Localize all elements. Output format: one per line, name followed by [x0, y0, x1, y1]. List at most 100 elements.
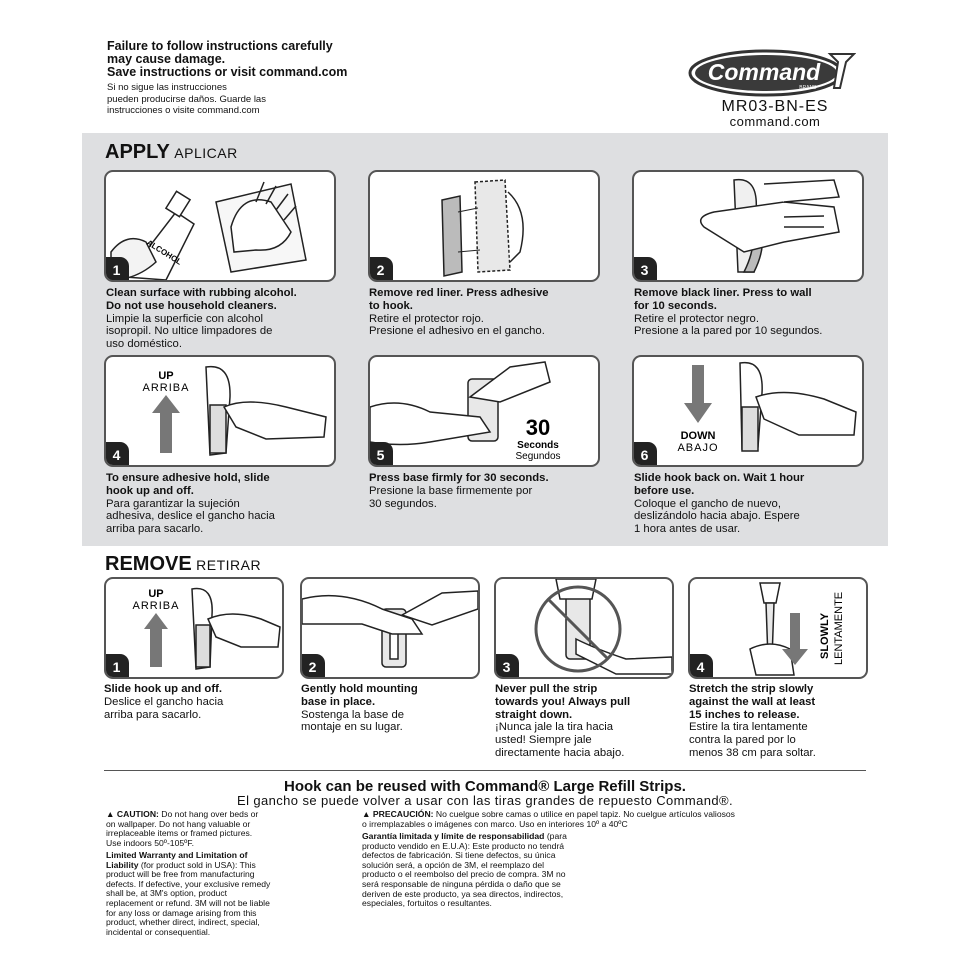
warning-triangle-icon: ▲ — [362, 809, 371, 819]
caption-en: before use. — [634, 484, 695, 497]
warning-es-line: pueden producirse daños. Guarde las — [107, 93, 266, 105]
caption-en: to hook. — [369, 299, 413, 312]
caption-es: Para garantizar la sujeción — [106, 497, 240, 510]
slide-hook-down-icon: DOWN ABAJO — [677, 361, 857, 454]
caption-es: menos 38 cm para soltar. — [689, 746, 816, 759]
seconds-label: Seconds — [517, 440, 559, 451]
fine-line: Do not hang over beds or — [158, 809, 259, 819]
step-number-badge: 4 — [690, 654, 713, 677]
warning-en-line: Failure to follow instructions carefully — [107, 39, 333, 53]
logo-brand: BRAND — [799, 85, 817, 91]
arrow-up-icon — [152, 395, 180, 453]
apply-step-5-illustration: 30 Seconds Segundos 5 — [368, 355, 600, 467]
caption-es: 1 hora antes de usar. — [634, 523, 741, 536]
remove-step-1-caption: Slide hook up and off. Deslice el gancho… — [104, 683, 294, 721]
precaucion-block: ▲ PRECAUCIÓN: No cuelgue sobre camas o u… — [362, 809, 872, 829]
apply-title: APPLY — [105, 141, 170, 163]
caption-en: Remove red liner. Press adhesive — [369, 287, 549, 299]
caption-en: Press base firmly for 30 seconds. — [369, 472, 549, 484]
fine-line: product will be free from manufacturing — [106, 869, 255, 880]
remove-step-2-caption: Gently hold mounting base in place. Sost… — [301, 683, 491, 734]
logo-hook-icon — [827, 53, 856, 89]
prohibited-pull-icon — [534, 579, 672, 675]
warranty-title: Limited Warranty and Limitation of — [106, 850, 248, 860]
prohibited-icon — [534, 585, 622, 673]
caption-es: Limpie la superficie con alcohol — [106, 312, 263, 325]
caption-en: To ensure adhesive hold, slide — [106, 472, 270, 484]
apply-step-1-caption: Clean surface with rubbing alcohol. Do n… — [106, 287, 341, 351]
warning-en-line: Save instructions or visit command.com — [107, 65, 348, 79]
caption-en: Do not use household cleaners. — [106, 299, 277, 312]
step-number-badge: 2 — [370, 257, 393, 280]
stretch-strip-icon: SLOWLY LENTAMENTE — [749, 582, 845, 676]
step-number-badge: 5 — [370, 442, 393, 465]
caption-es: Deslice el gancho hacia — [104, 695, 224, 708]
caption-es: 30 segundos. — [369, 497, 437, 510]
caption-en: towards you! Always pull — [495, 695, 631, 708]
apply-step-3-caption: Remove black liner. Press to wall for 10… — [634, 287, 874, 338]
apply-step-6-illustration: DOWN ABAJO 6 — [632, 355, 864, 467]
fine-line: deriven de este producto, ya sea directo… — [362, 888, 564, 899]
caption-es: ¡Nunca jale la tira hacia — [495, 721, 614, 734]
caption-es: arriba para sacarlo. — [104, 708, 202, 721]
hold-base-icon — [302, 590, 478, 668]
apply-step-2-illustration: 2 — [368, 170, 600, 282]
fine-line: incidental or consequential. — [106, 926, 211, 937]
garantia-title: Garantía limitada y límite de responsabi… — [362, 831, 545, 841]
caption-es: contra la pared por lo — [689, 734, 796, 747]
caption-en: Gently hold mounting — [301, 683, 418, 695]
fine-line: irreplaceable items or framed pictures. — [106, 828, 253, 839]
apply-heading: APPLY APLICAR — [105, 141, 238, 164]
fine-line: Use indoors 50º-105ºF. — [106, 837, 194, 848]
fine-line: será responsable de ninguna pérdida o da… — [362, 878, 561, 889]
arrow-down-icon — [684, 365, 712, 423]
caption-es: usted! Siempre jale — [495, 734, 592, 747]
caption-en: base in place. — [301, 695, 376, 708]
up-label: UP — [148, 588, 163, 600]
step-number-badge: 6 — [634, 442, 657, 465]
caption-es: deslizándolo hacia abajo. Espere — [634, 510, 800, 523]
slowly-label: SLOWLY — [819, 612, 831, 659]
caption-es: Retire el protector rojo. — [369, 312, 484, 325]
apply-step-3-illustration: 3 — [632, 170, 864, 282]
caption-en: against the wall at least — [689, 695, 816, 708]
warning-en-line: may cause damage. — [107, 52, 226, 66]
apply-step-4-illustration: UP ARRIBA 4 — [104, 355, 336, 467]
step-number-badge: 1 — [106, 257, 129, 280]
model-number: MR03-BN-ES — [721, 98, 829, 115]
fine-line: for any loss or damage arising from this — [106, 907, 257, 918]
caption-en: Never pull the strip — [495, 683, 598, 695]
step-number-badge: 2 — [302, 654, 325, 677]
caption-en: Clean surface with rubbing alcohol. — [106, 287, 297, 299]
remove-heading: REMOVE RETIRAR — [105, 553, 261, 576]
step-number-badge: 3 — [496, 654, 519, 677]
step-number-badge: 1 — [106, 654, 129, 677]
caption-en: hook up and off. — [106, 484, 194, 497]
abajo-label: ABAJO — [677, 442, 718, 454]
apply-subtitle: APLICAR — [174, 145, 238, 161]
apply-step-1-illustration: ALCOHOL 1 — [104, 170, 336, 282]
caption-en: Slide hook back on. Wait 1 hour — [634, 472, 805, 484]
remove-step-3-illustration: 3 — [494, 577, 674, 679]
fine-line: (for product sold in USA): This — [138, 859, 256, 870]
caption-en: for 10 seconds. — [634, 299, 717, 312]
caption-es: Coloque el gancho de nuevo, — [634, 497, 781, 510]
down-label: DOWN — [681, 430, 716, 442]
press-to-wall-icon — [699, 178, 840, 273]
segundos-label: Segundos — [515, 451, 560, 462]
caption-es: isopropil. No ultice limpadores de — [106, 325, 273, 338]
remove-subtitle: RETIRAR — [196, 557, 262, 573]
caution-block: ▲ CAUTION: Do not hang over beds or on w… — [106, 809, 346, 848]
caption-en: Slide hook up and off. — [104, 683, 222, 695]
fine-line: product, whether direct, indirect, speci… — [106, 917, 260, 928]
apply-step-6-caption: Slide hook back on. Wait 1 hour before u… — [634, 472, 874, 536]
fine-line: producto vendido en E.U.A): Este product… — [362, 840, 565, 851]
caption-es: Sostenga la base de — [301, 708, 405, 721]
arriba-label: ARRIBA — [143, 382, 190, 394]
warning-spanish: Si no sigue las instrucciones pueden pro… — [107, 82, 266, 117]
caption-es: montaje en su lugar. — [301, 721, 403, 734]
apply-step-5-caption: Press base firmly for 30 seconds. Presio… — [369, 472, 609, 510]
command-logo: Command BRAND — [688, 48, 856, 98]
warning-triangle-icon: ▲ — [106, 809, 115, 819]
warning-es-line: Si no sigue las instrucciones — [107, 82, 227, 93]
